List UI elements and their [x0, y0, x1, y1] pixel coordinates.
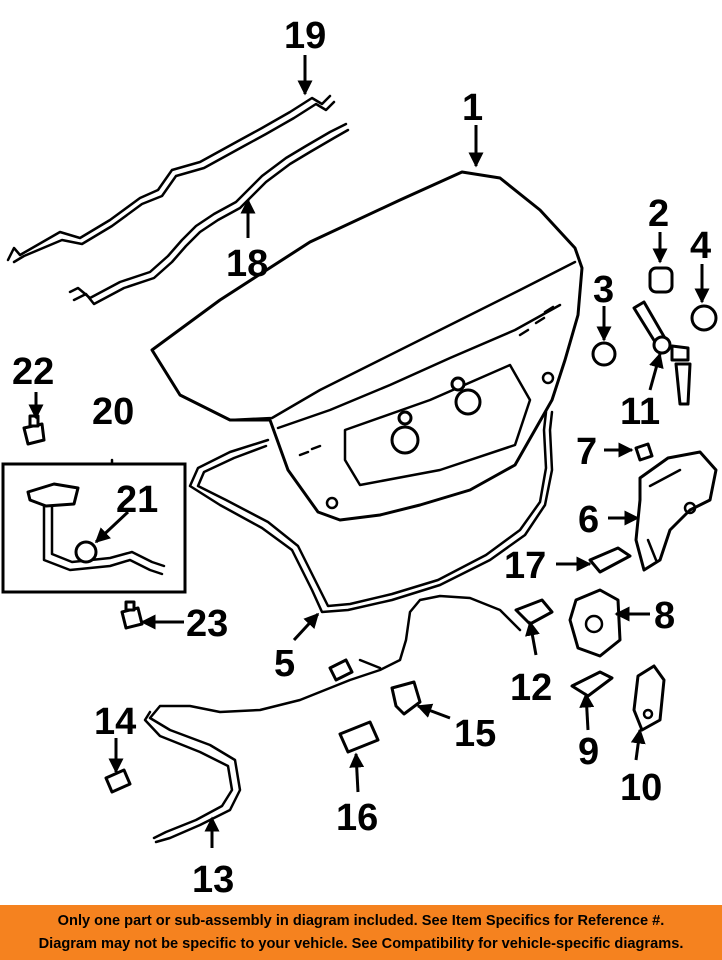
torsion-rod-left	[6, 94, 336, 264]
seal-17	[588, 546, 632, 574]
callout-22: 22	[12, 351, 54, 393]
callout-19: 19	[284, 15, 326, 57]
callout-23: 23	[186, 603, 228, 645]
callout-14: 14	[94, 701, 136, 743]
callout-11: 11	[620, 391, 660, 433]
callout-3: 3	[593, 269, 614, 311]
disclaimer-line-2: Diagram may not be specific to your vehi…	[38, 936, 684, 952]
lock-cylinder	[632, 300, 692, 406]
callout-20: 20	[92, 391, 134, 433]
disclaimer-line-1: Only one part or sub-assembly in diagram…	[57, 913, 665, 929]
connector	[328, 658, 354, 682]
weatherstrip	[188, 410, 554, 614]
disclaimer-banner: Only one part or sub-assembly in diagram…	[0, 905, 722, 960]
torsion-rod-right	[68, 122, 350, 306]
callout-16: 16	[336, 797, 378, 839]
callout-10: 10	[620, 767, 662, 809]
lamp-16	[338, 720, 380, 754]
callout-18: 18	[226, 243, 268, 285]
lock-cap	[690, 304, 718, 332]
callout-13: 13	[192, 859, 234, 901]
callout-6: 6	[578, 499, 599, 541]
bolt-22	[22, 414, 46, 446]
latch-bracket	[634, 450, 718, 572]
leader-lines	[28, 55, 710, 848]
callout-17: 17	[504, 545, 546, 587]
callout-12: 12	[510, 667, 552, 709]
bolt-7	[634, 442, 654, 462]
clip-12	[514, 598, 554, 626]
switch-15	[390, 680, 422, 716]
hinge-assembly-box	[1, 458, 187, 594]
callout-5: 5	[274, 643, 295, 685]
trunk-lid	[150, 170, 584, 522]
latch	[568, 588, 622, 658]
callout-1: 1	[462, 87, 483, 129]
callout-9: 9	[578, 731, 599, 773]
plug	[591, 341, 617, 367]
callout-15: 15	[454, 713, 496, 755]
bolt-23	[120, 600, 144, 630]
callout-21: 21	[116, 479, 158, 521]
callout-2: 2	[648, 193, 669, 235]
bumper-stop	[648, 266, 674, 294]
callout-8: 8	[654, 595, 675, 637]
callout-4: 4	[690, 225, 711, 267]
striker	[632, 664, 666, 732]
striker-cover	[570, 670, 614, 698]
callout-labels: 1 2 3 4 5 6 7 8 9 10 11 12 13 14 15 16 1…	[12, 15, 711, 901]
trunk-lid-parts-diagram: 1 2 3 4 5 6 7 8 9 10 11 12 13 14 15 16 1…	[1, 15, 718, 901]
clip-14	[104, 768, 132, 794]
callout-7: 7	[576, 431, 597, 473]
